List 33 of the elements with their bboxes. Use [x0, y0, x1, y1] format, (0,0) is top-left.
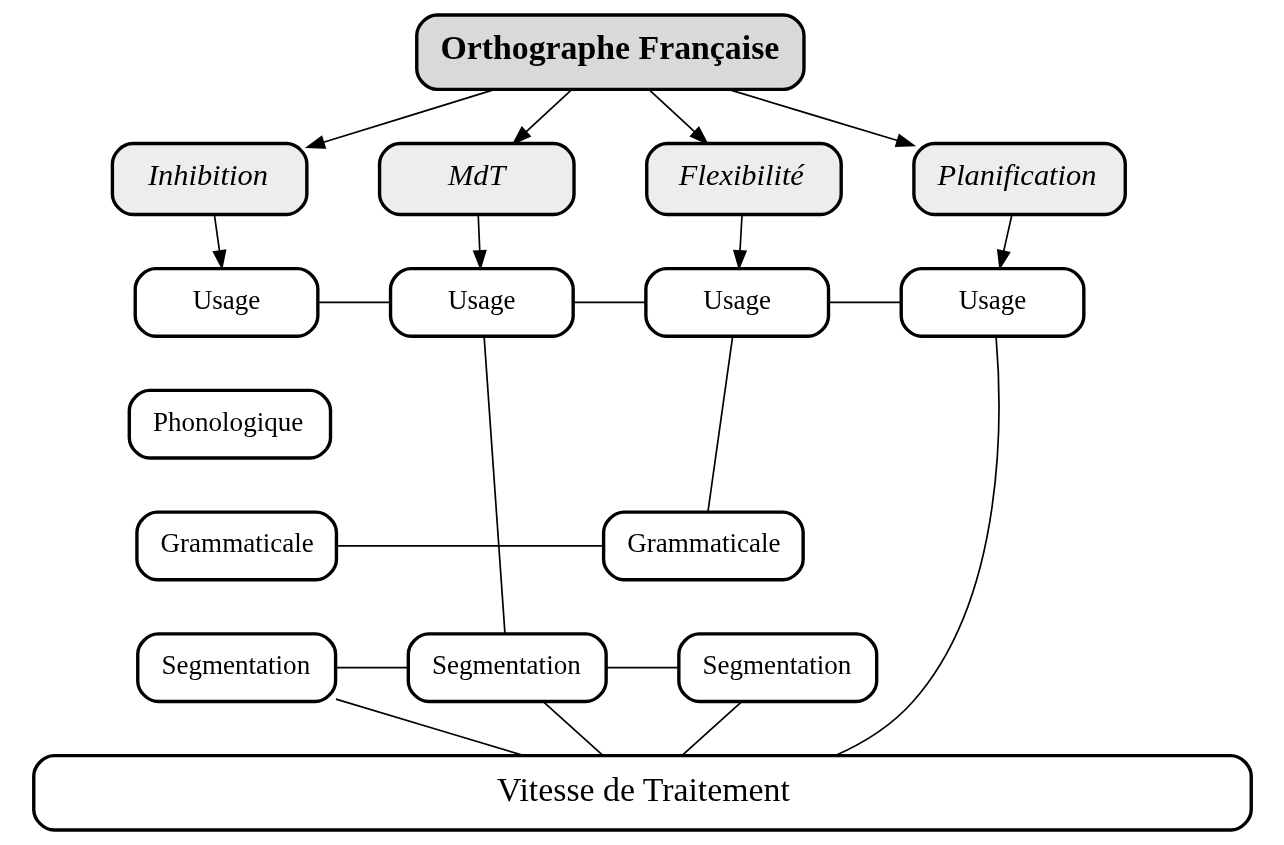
connector — [572, 301, 647, 304]
node-box: Grammaticale — [134, 510, 338, 582]
connector — [605, 666, 680, 669]
arrow — [647, 88, 709, 146]
connector — [542, 701, 604, 757]
connector — [334, 698, 525, 757]
arrow — [304, 88, 496, 149]
node-box: Phonologique — [127, 388, 332, 460]
arrow — [472, 213, 487, 271]
connector — [482, 336, 506, 635]
node-box: Orthographe Française — [414, 13, 806, 92]
node-box: Usage — [133, 266, 320, 338]
node-box: Usage — [643, 266, 830, 338]
node-box: Planification — [911, 141, 1127, 217]
connector — [680, 701, 742, 757]
node-box: Vitesse de Traitement — [31, 753, 1253, 832]
node-box: Inhibition — [110, 141, 309, 217]
node-box: Usage — [388, 266, 575, 338]
node-box: MdT — [377, 141, 576, 217]
connector — [827, 301, 902, 304]
node-box: Segmentation — [135, 632, 337, 704]
arrow — [732, 213, 747, 271]
connector — [706, 335, 733, 513]
node-box: Usage — [899, 266, 1085, 338]
connector — [834, 335, 1000, 757]
connector — [334, 666, 409, 669]
node-box: Grammaticale — [601, 510, 805, 582]
node-box: Flexibilité — [644, 141, 843, 217]
connector — [335, 545, 604, 547]
connector — [316, 301, 391, 304]
node-box: Segmentation — [676, 632, 878, 704]
arrow — [511, 88, 573, 146]
node-box: Segmentation — [406, 632, 608, 704]
